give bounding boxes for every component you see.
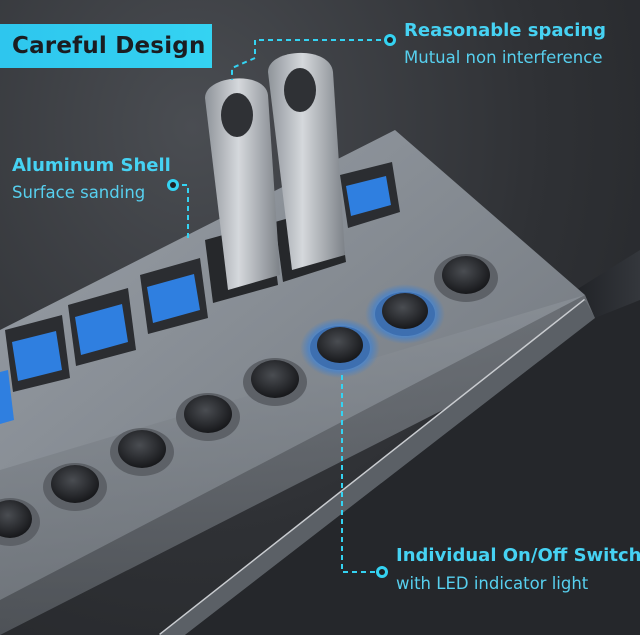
switch-button [434,254,498,302]
leader-spacing-2 [231,57,256,80]
callout-spacing-subtitle: Mutual non interference [404,48,603,67]
callout-switch-subtitle: with LED indicator light [396,574,589,593]
leader-spacing [254,39,390,58]
switch-button [110,428,174,476]
title-text: Careful Design [12,33,206,59]
switch-button [243,358,307,406]
usb-port [140,258,208,334]
hub-dark-base [185,300,640,635]
callout-spacing-title: Reasonable spacing [404,20,607,41]
usb-flash-drive [205,78,280,290]
title-badge: Careful Design [0,24,212,68]
leader-switch [341,375,382,573]
callout-shell-title: Aluminum Shell [12,155,171,176]
hub-front-face [0,295,600,635]
usb-port [68,288,136,366]
hub-side-band [160,300,595,635]
callout-shell-subtitle: Surface sanding [12,183,146,202]
switch-button [310,326,370,370]
usb-port [0,370,14,424]
leader-shell [173,184,189,240]
switch-button [43,463,107,511]
callout-dots [167,34,396,578]
switch-buttons [0,254,498,546]
switch-button [176,393,240,441]
callout-switch-title: Individual On/Off Switch [396,545,640,566]
usb-port [5,315,70,392]
usb-flash-drive [268,52,345,270]
switch-button [375,292,435,336]
switch-button [0,498,40,546]
usb-port [340,162,400,228]
